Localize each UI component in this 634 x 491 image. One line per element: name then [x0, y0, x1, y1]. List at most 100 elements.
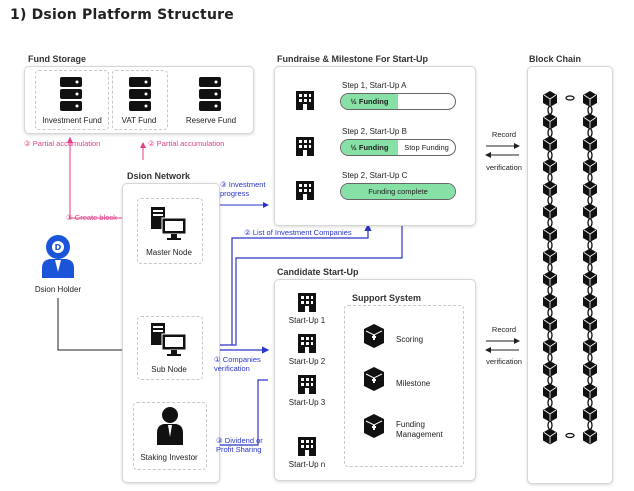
dividend-note: ③ Dividend or Profit Sharing [216, 436, 263, 454]
block-cube-icon [543, 406, 557, 422]
stop-funding-label: Stop Funding [404, 143, 449, 152]
page-title: 1) Dsion Platform Structure [10, 7, 234, 23]
investment-fund-label: Investment Fund [42, 116, 102, 125]
block-cube-icon [543, 181, 557, 197]
building-icon [296, 374, 318, 401]
support-system-title: Support System [352, 293, 422, 303]
partial-accumulation-note: ② Partial accumulation [148, 139, 225, 148]
chain-link-icon [547, 240, 553, 250]
chain-link-icon [547, 375, 553, 385]
block-cube-icon [583, 181, 597, 197]
chain-link-icon [587, 330, 593, 340]
building-icon [296, 436, 318, 463]
chain-link-icon [547, 128, 553, 138]
first-aid-box-icon [362, 366, 386, 397]
chain-link-icon [587, 285, 593, 295]
block-cube-icon [583, 226, 597, 242]
block-cube-icon [583, 406, 597, 422]
step-label: Step 2, Start-Up C [342, 171, 408, 180]
sub-node-label: Sub Node [151, 365, 187, 374]
block-cube-icon [543, 203, 557, 220]
candidate-title: Candidate Start-Up [277, 267, 359, 277]
support-item-label: Funding Management [396, 420, 443, 439]
chain-link-icon [547, 330, 553, 340]
chain-link-icon [587, 173, 593, 183]
chain-link-icon [587, 375, 593, 385]
chain-link-icon [547, 285, 553, 295]
partial-accumulation-note: ② Partial accumulation [24, 139, 101, 148]
startup-label: Start-Up 1 [288, 316, 326, 325]
vat-fund-label: VAT Fund [121, 116, 157, 125]
block-cube-icon [583, 158, 597, 175]
chain-link-icon [547, 218, 553, 228]
chain-link-icon [547, 420, 553, 430]
verification-label: verification [486, 357, 522, 366]
block-cube-icon [583, 428, 597, 445]
chain-link-icon [547, 398, 553, 408]
chain-link-icon [587, 398, 593, 408]
investor-person-icon [156, 405, 184, 450]
block-cube-icon [543, 271, 557, 287]
companies-verification-note: ① Companies verification [214, 355, 261, 373]
progress-fill: ½ Funding [341, 140, 398, 155]
block-cube-icon [543, 383, 557, 400]
step-label: Step 2, Start-Up B [342, 127, 407, 136]
block-cube-icon [543, 293, 557, 310]
record-label: Record [491, 325, 517, 334]
chain-link-icon [587, 420, 593, 430]
record-label: Record [491, 130, 517, 139]
chain-link-icon [587, 150, 593, 160]
block-cube-icon [583, 203, 597, 220]
holder-label: Dsion Holder [34, 285, 82, 294]
staking-investor-label: Staking Investor [140, 453, 198, 462]
progress-fill: Funding complete [341, 184, 455, 199]
block-cube-icon [543, 113, 557, 130]
chain-link-icon [547, 105, 553, 115]
block-cube-icon [583, 361, 597, 377]
step-label: Step 1, Start-Up A [342, 81, 407, 90]
chain-link-icon [547, 150, 553, 160]
funding-progress-bar: ½ Funding [340, 93, 456, 110]
chain-link-icon [587, 105, 593, 115]
blockchain-panel [527, 66, 613, 484]
chain-link-icon [547, 308, 553, 318]
first-aid-box-icon [362, 323, 386, 354]
chain-link-icon [587, 195, 593, 205]
chain-link-icon [587, 240, 593, 250]
computer-icon [150, 322, 190, 363]
fund-storage-title: Fund Storage [28, 54, 86, 64]
server-icon [127, 76, 153, 117]
block-cube-icon [583, 91, 597, 107]
block-cube-icon [543, 158, 557, 175]
funding-progress-bar: ½ Funding Stop Funding [340, 139, 456, 156]
startup-label: Start-Up 2 [288, 357, 326, 366]
support-item-label: Milestone [396, 379, 431, 388]
block-cube-icon [583, 248, 597, 265]
building-icon [294, 90, 316, 117]
block-cube-icon [543, 428, 557, 445]
investment-progress-note: ③ Investment progress [220, 180, 266, 198]
building-icon [294, 136, 316, 163]
block-cube-icon [543, 361, 557, 377]
chain-link-icon [547, 195, 553, 205]
startup-label: Start-Up 3 [288, 398, 326, 407]
block-cube-icon [543, 136, 557, 152]
chain-link-icon [547, 263, 553, 273]
block-cube-icon [583, 316, 597, 332]
computer-icon [150, 206, 190, 247]
chain-link-icon [587, 353, 593, 363]
chain-link-icon [547, 173, 553, 183]
create-block-note: ① Create block [66, 213, 117, 222]
building-icon [296, 333, 318, 360]
progress-fill: ½ Funding [341, 94, 398, 109]
blockchain-title: Block Chain [529, 54, 582, 64]
master-node-label: Master Node [146, 248, 192, 257]
chain-link-icon [547, 353, 553, 363]
holder-person-icon: D [40, 232, 76, 283]
chain-link-icon [587, 218, 593, 228]
funding-progress-bar: Funding complete [340, 183, 456, 200]
reserve-fund-label: Reserve Fund [185, 116, 237, 125]
first-aid-box-icon [362, 413, 386, 444]
chain-link-icon [587, 128, 593, 138]
